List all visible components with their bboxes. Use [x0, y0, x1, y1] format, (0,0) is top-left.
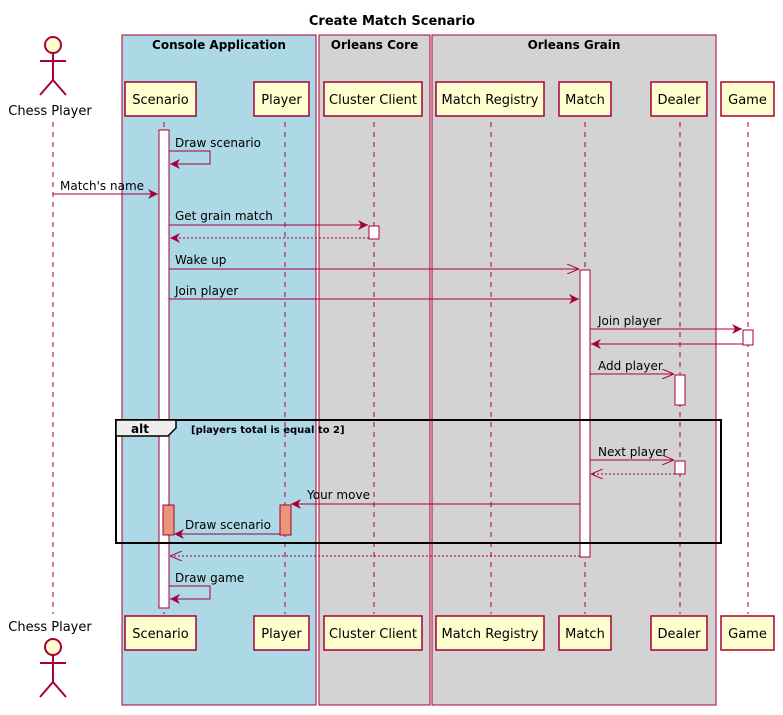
- message-draw-scenario-player: Draw scenario: [174, 518, 280, 539]
- message-add-player: Add player: [590, 359, 674, 374]
- actor-label: Chess Player: [8, 104, 92, 119]
- participant-label: Cluster Client: [329, 627, 417, 642]
- participant-label: Dealer: [658, 627, 702, 642]
- participant-cluster-client-bottom: Cluster Client: [323, 615, 423, 651]
- message-label: Draw scenario: [175, 136, 261, 150]
- actor-label: Chess Player: [8, 620, 92, 635]
- activation-scenario-highlight: [162, 504, 175, 536]
- participant-cluster-client-top: Cluster Client: [323, 81, 423, 117]
- message-next-player: Next player: [590, 445, 674, 460]
- activation-match: [579, 269, 591, 558]
- box-orleans-grain: Orleans Grain: [431, 34, 717, 706]
- message-get-grain-match: Get grain match: [169, 209, 368, 230]
- alt-keyword: alt: [131, 422, 149, 436]
- participant-label: Match Registry: [441, 627, 538, 642]
- diagram-title: Create Match Scenario: [309, 14, 475, 29]
- message-label: Your move: [306, 488, 370, 502]
- stick-figure-icon: [39, 36, 67, 96]
- participant-game-top: Game: [720, 81, 775, 117]
- message-label: Draw scenario: [185, 518, 271, 532]
- box-orleans-core-label: Orleans Core: [331, 38, 418, 52]
- participant-match-bottom: Match: [558, 615, 612, 651]
- alt-guard: [players total is equal to 2]: [191, 425, 345, 436]
- activation-dealer-add: [674, 374, 686, 406]
- participant-scenario-bottom: Scenario: [124, 615, 197, 651]
- box-console-application: Console Application: [121, 34, 317, 706]
- box-orleans-grain-label: Orleans Grain: [528, 38, 621, 52]
- message-label: Match's name: [60, 179, 144, 193]
- message-your-move: Your move: [291, 488, 580, 509]
- participant-label: Game: [728, 93, 767, 108]
- message-draw-game-self: Draw game: [169, 571, 244, 604]
- participant-label: Dealer: [658, 93, 702, 108]
- message-label: Next player: [598, 445, 668, 459]
- activation-player-highlight: [279, 504, 292, 536]
- participant-match-registry-top: Match Registry: [435, 81, 545, 117]
- participant-dealer-bottom: Dealer: [650, 615, 708, 651]
- message-label: Join player: [174, 284, 238, 298]
- activation-game: [742, 329, 754, 346]
- participant-game-bottom: Game: [720, 615, 775, 651]
- participant-label: Scenario: [132, 93, 189, 108]
- message-label: Join player: [597, 314, 661, 328]
- participant-label: Match: [565, 93, 605, 108]
- message-draw-scenario-self: Draw scenario: [169, 136, 261, 169]
- activation-cluster-client: [368, 225, 380, 240]
- participant-label: Game: [728, 627, 767, 642]
- actor-chess-player-bottom: Chess Player: [8, 620, 92, 698]
- message-join-player-match: Join player: [169, 284, 579, 304]
- message-label: Wake up: [175, 253, 226, 267]
- box-console-application-label: Console Application: [152, 38, 286, 52]
- participant-dealer-top: Dealer: [650, 81, 708, 117]
- message-matchs-name: Match's name: [53, 179, 158, 199]
- participant-label: Cluster Client: [329, 93, 417, 108]
- participant-scenario-top: Scenario: [124, 81, 197, 117]
- participant-label: Match Registry: [441, 93, 538, 108]
- message-label: Add player: [598, 359, 663, 373]
- participant-label: Player: [261, 93, 302, 108]
- actor-chess-player-top: Chess Player: [8, 36, 92, 119]
- participant-player-bottom: Player: [253, 615, 310, 651]
- participant-match-top: Match: [558, 81, 612, 117]
- participant-player-top: Player: [253, 81, 310, 117]
- participant-match-registry-bottom: Match Registry: [435, 615, 545, 651]
- activation-scenario: [158, 129, 170, 609]
- activation-dealer-next: [674, 460, 686, 475]
- participant-label: Match: [565, 627, 605, 642]
- message-label: Get grain match: [175, 209, 273, 223]
- alt-fragment: alt [players total is equal to 2]: [115, 419, 722, 544]
- stick-figure-icon: [39, 638, 67, 698]
- message-label: Draw game: [175, 571, 244, 585]
- participant-label: Player: [261, 627, 302, 642]
- message-join-player-game: Join player: [590, 314, 742, 334]
- participant-label: Scenario: [132, 627, 189, 642]
- message-wake-up: Wake up: [169, 253, 579, 269]
